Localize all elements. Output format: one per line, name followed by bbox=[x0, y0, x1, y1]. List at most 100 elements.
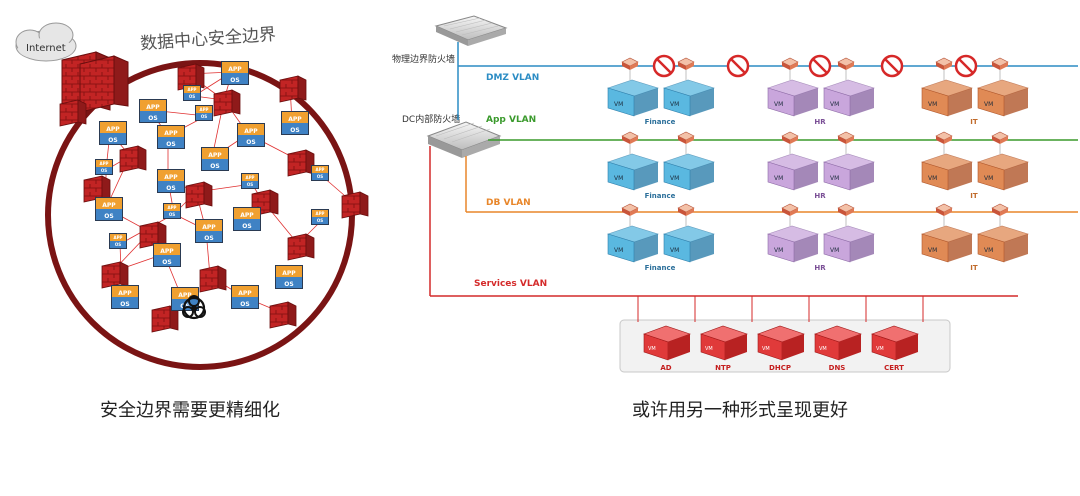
app-os-icon: APP OS bbox=[241, 173, 259, 189]
svg-text:VM: VM bbox=[670, 101, 679, 108]
firewall-mini-icon bbox=[935, 203, 953, 216]
service-cert: VM CERT bbox=[871, 325, 919, 372]
firewall-mini-icon bbox=[621, 131, 639, 144]
svg-text:OS: OS bbox=[204, 235, 213, 242]
brick-firewall-icon bbox=[341, 191, 369, 219]
prohibited-icon bbox=[880, 54, 904, 78]
vm-icon: VM bbox=[663, 153, 715, 191]
svg-text:OS: OS bbox=[104, 213, 113, 220]
service-label: AD bbox=[660, 364, 671, 372]
firewall-mini-icon bbox=[677, 57, 695, 70]
service-label: DHCP bbox=[769, 364, 791, 372]
svg-text:APP: APP bbox=[146, 104, 160, 111]
brick-firewall-icon bbox=[139, 221, 167, 249]
svg-text:OS: OS bbox=[230, 77, 239, 84]
brick-firewall-icon bbox=[185, 181, 213, 209]
svg-text:VM: VM bbox=[984, 101, 993, 108]
prohibited-icon bbox=[726, 54, 750, 78]
app-os-icon: APP OS bbox=[109, 233, 127, 249]
brick-firewall-icon bbox=[119, 145, 147, 173]
svg-text:OS: OS bbox=[115, 242, 121, 247]
vm-icon: VM bbox=[823, 79, 875, 117]
prohibited-icon bbox=[652, 54, 676, 78]
svg-text:APP: APP bbox=[160, 248, 174, 255]
switch-icon bbox=[434, 15, 508, 46]
brick-firewall-icon bbox=[287, 233, 315, 261]
svg-text:VM: VM bbox=[774, 175, 783, 182]
svg-text:OS: OS bbox=[101, 168, 107, 173]
svg-text:OS: OS bbox=[290, 127, 299, 134]
firewall-mini-icon bbox=[781, 57, 799, 70]
group-label-hr: HR bbox=[814, 118, 826, 126]
boundary-title: 数据中心安全边界 bbox=[140, 25, 277, 54]
firewall-mini-icon bbox=[935, 131, 953, 144]
vm-icon: VM bbox=[663, 79, 715, 117]
svg-text:OS: OS bbox=[242, 223, 251, 230]
right-caption: 或许用另一种形式呈现更好 bbox=[632, 400, 848, 421]
svg-text:OS: OS bbox=[148, 115, 157, 122]
svg-text:VM: VM bbox=[670, 175, 679, 182]
svg-text:OS: OS bbox=[317, 174, 323, 179]
brick-firewall-icon bbox=[199, 265, 227, 293]
db-vlan-label: DB VLAN bbox=[486, 198, 531, 208]
vlan-segmentation-diagram: 物理边界防火墙 DC内部防火墙 DMZ VLAN App VLAN DB VLA… bbox=[392, 15, 1078, 373]
svg-text:APP: APP bbox=[238, 290, 252, 297]
svg-text:VM: VM bbox=[614, 101, 623, 108]
brick-firewall-icon bbox=[269, 301, 297, 329]
firewall-mini-icon bbox=[991, 131, 1009, 144]
firewall-mini-icon bbox=[991, 203, 1009, 216]
svg-text:APP: APP bbox=[188, 87, 197, 92]
firewall-mini-icon bbox=[837, 57, 855, 70]
app-os-icon: APP OS bbox=[139, 99, 167, 123]
svg-text:OS: OS bbox=[201, 114, 207, 119]
svg-text:APP: APP bbox=[164, 130, 178, 137]
app-vlan-label: App VLAN bbox=[486, 115, 536, 125]
app-os-cluster: APP OS APP OS APP OS APP OS APP OS APP OS APP OS APP OS… bbox=[95, 61, 329, 311]
svg-text:APP: APP bbox=[114, 235, 123, 240]
firewall-mini-icon bbox=[621, 57, 639, 70]
app-os-icon: APP OS bbox=[281, 111, 309, 135]
group-label-hr: HR bbox=[814, 192, 826, 200]
service-label: CERT bbox=[884, 364, 904, 372]
svg-text:APP: APP bbox=[244, 128, 258, 135]
svg-text:APP: APP bbox=[288, 116, 302, 123]
svg-text:OS: OS bbox=[317, 218, 323, 223]
brick-firewall-icon bbox=[279, 75, 307, 103]
brick-firewall-icon bbox=[101, 261, 129, 289]
svg-text:OS: OS bbox=[247, 182, 253, 187]
vm-icon: VM bbox=[823, 225, 875, 263]
services-vlan-label: Services VLAN bbox=[474, 279, 547, 289]
svg-text:OS: OS bbox=[166, 185, 175, 192]
vm-icon: VM bbox=[921, 153, 973, 191]
svg-text:VM: VM bbox=[928, 247, 937, 254]
firewall-mini-icon bbox=[837, 131, 855, 144]
group-label-finance: Finance bbox=[645, 192, 676, 200]
firewall-mini-icon bbox=[781, 203, 799, 216]
svg-text:APP: APP bbox=[246, 175, 255, 180]
vm-icon: VM bbox=[767, 79, 819, 117]
svg-text:OS: OS bbox=[210, 163, 219, 170]
internet-label: Internet bbox=[26, 43, 66, 54]
svg-text:OS: OS bbox=[246, 139, 255, 146]
svg-text:VM: VM bbox=[876, 346, 884, 352]
svg-text:VM: VM bbox=[819, 346, 827, 352]
svg-text:APP: APP bbox=[100, 161, 109, 166]
